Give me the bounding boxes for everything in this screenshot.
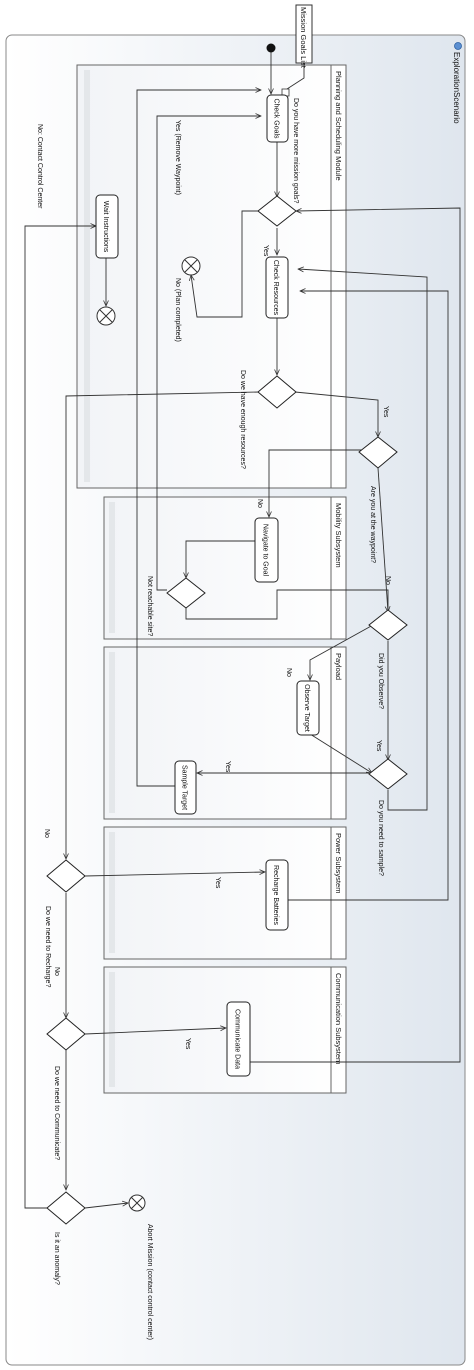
edge-label-yes-more-goals: Yes [262,245,269,257]
final-node-abort [128,1194,146,1212]
action-label-observe: Observe Target [303,684,310,732]
action-communicate-data[interactable]: Communicate Data [226,1001,251,1077]
action-recharge-batteries[interactable]: Recharge Batteries [265,859,289,931]
partition-mobility: Mobility Subsystem [103,496,347,640]
decision-need-sample[interactable] [368,758,408,790]
decision-label-need-communicate: Do we need to Communicate? [53,1066,60,1160]
partition-planning: Planning and Scheduling Module [76,64,347,489]
action-check-resources[interactable]: Check Resources [265,256,289,319]
action-label-navigate: Navigate to Goal [262,524,269,577]
action-label-wait-instructions: Wait Instructions [102,201,109,253]
action-label-check-goals: Check Goals [273,98,280,139]
decision-label-need-recharge: Do we need to Recharge? [44,906,51,987]
decision-enough-resources[interactable] [257,375,297,409]
final-node-plan-completed [181,256,201,276]
edge-label-no-resources: No [43,829,50,838]
decision-label-did-observe: Did you Observe? [377,653,384,709]
action-label-communicate: Communicate Data [234,1009,241,1069]
partition-label-comm: Communication Subsystem [334,973,343,1064]
edge-label-yes-recharge: Yes [214,877,221,889]
partition-power: Power Subsystem [103,826,347,960]
initial-node [266,43,276,53]
decision-label-more-goals: Do you have more mission goals? [292,98,299,204]
action-label-check-resources: Check Resources [272,260,279,316]
decision-label-anomaly: Is it an anomaly? [53,1232,60,1285]
edge-label-no-observe: No [384,576,391,585]
edge-label-yes-sample: Yes [224,761,231,773]
action-wait-instructions[interactable]: Wait Instructions [95,194,119,259]
action-sample-target[interactable]: Sample Target [174,760,197,815]
edges [24,51,461,1209]
decision-at-waypoint[interactable] [358,436,398,469]
input-pin-label: Mission Goals List [299,7,308,69]
edge-label-no-waypoint: No [256,499,263,508]
partition-label-power: Power Subsystem [334,833,343,893]
edge-label-remove-waypoint: Yes (Remove Waypoint) [174,120,181,195]
edge-label-no-observe-2: No [285,668,292,677]
edge-label-yes-communicate: Yes [184,1038,191,1050]
action-observe-target[interactable]: Observe Target [296,680,320,736]
edge-label-contact-center: No: Contact Control Center [36,124,43,209]
decision-need-recharge[interactable] [46,859,86,893]
decision-label-at-waypoint: Are you at the waypoint? [369,486,376,563]
partition-comm: Communication Subsystem [103,966,347,1094]
edge-label-no-recharge: No [53,967,60,976]
partition-label-mobility: Mobility Subsystem [334,503,343,568]
action-label-sample: Sample Target [181,765,188,810]
decision-label-need-sample: Do you need to sample? [377,800,384,876]
decision-label-not-reachable: Not reachable site? [146,576,153,636]
decision-anomaly[interactable] [46,1191,86,1225]
input-pin-mission-goals[interactable]: Mission Goals List [295,4,313,69]
decision-more-goals[interactable] [257,195,297,227]
edge-label-yes-resources: Yes [382,406,389,418]
diagram-title: ExplorationScenario [452,52,461,124]
final-node-wait [96,306,116,326]
edge-label-plan-completed: No (Plan completed) [174,278,181,342]
edge-pin-to-goals [286,63,305,90]
decision-label-enough-resources: Do we have enough resources? [239,370,246,469]
decision-need-communicate[interactable] [46,1017,86,1051]
decision-not-reachable[interactable] [166,577,206,609]
edge-label-yes-observe: Yes [375,740,382,752]
decision-did-observe[interactable] [368,609,408,641]
partition-label-payload: Payload [334,653,343,680]
action-check-goals[interactable]: Check Goals [266,94,289,143]
partition-label-planning: Planning and Scheduling Module [334,71,343,181]
action-navigate-to-goal[interactable]: Navigate to Goal [254,517,279,583]
edge-label-abort-mission: Abort Mission (contact control center) [146,1224,153,1340]
action-label-recharge: Recharge Batteries [272,865,279,925]
diagram-title-icon [454,42,462,50]
